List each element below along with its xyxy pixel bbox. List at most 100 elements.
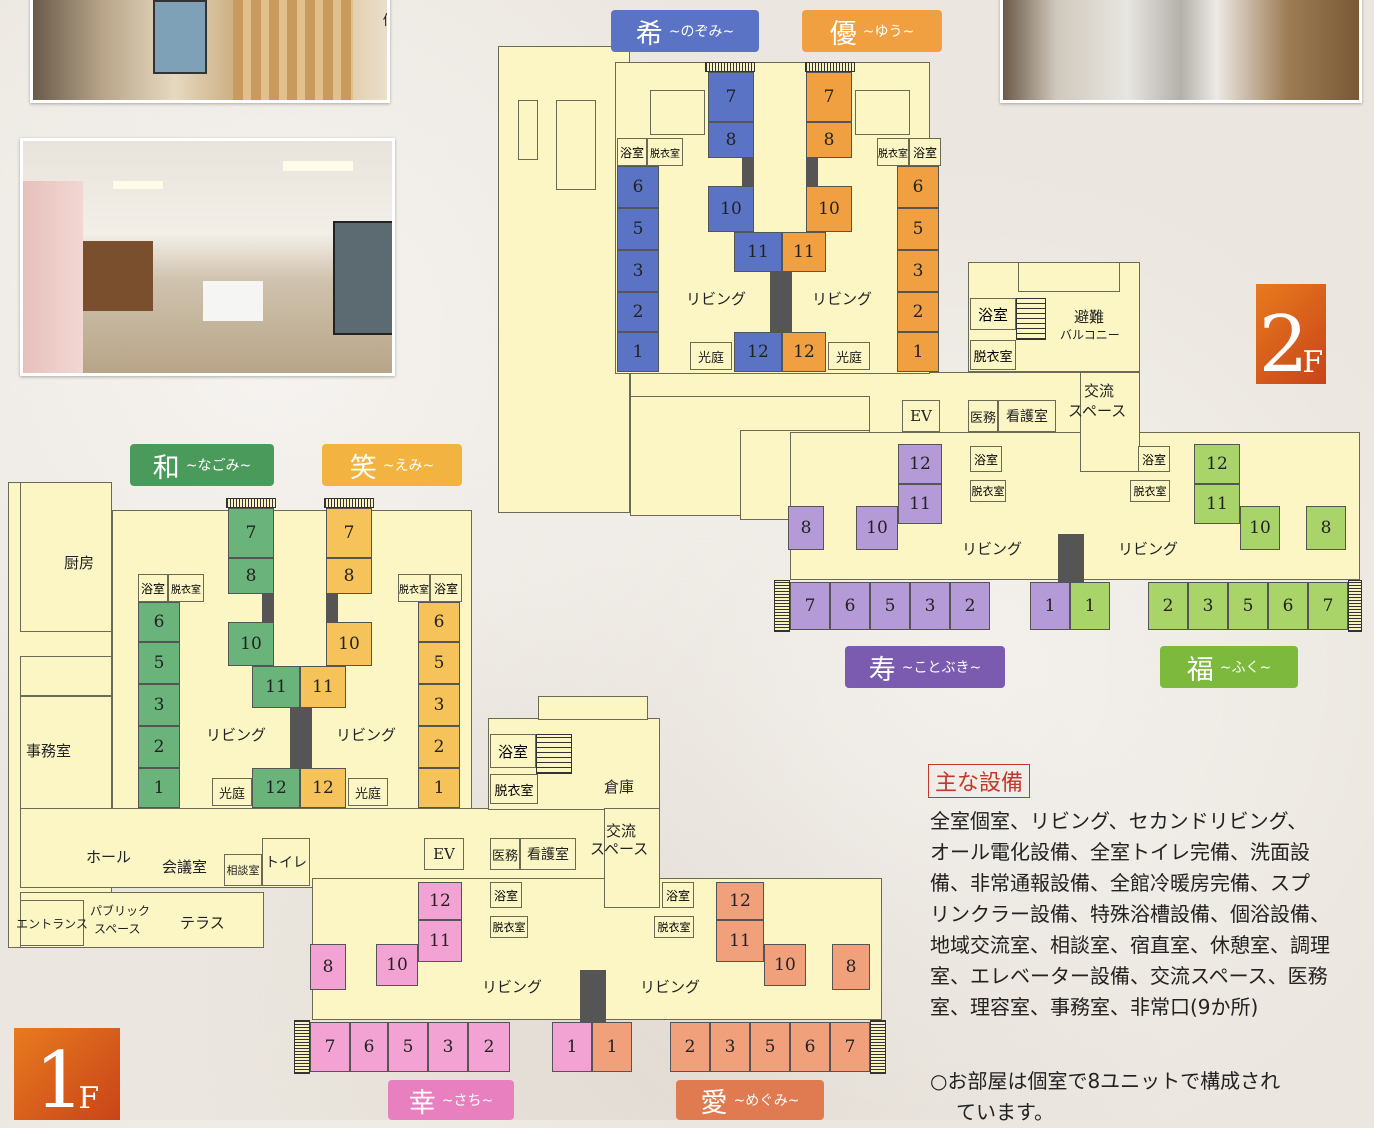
room-nozomi-5: 5	[617, 208, 659, 250]
corridor-photo: 優	[30, 0, 390, 103]
equipment-list: 全室個室、リビング、セカンドリビング、 オール電化設備、全室トイレ完備、洗面設 …	[930, 806, 1330, 1023]
dressing-label: 脱衣室	[490, 774, 538, 804]
public-label: パブリック	[90, 904, 151, 918]
court-label: 光庭	[690, 342, 732, 370]
unit-tag-kotobuki: 寿 ~ことぶき~	[845, 646, 1005, 688]
unit-kanji: 希	[635, 18, 663, 50]
dressing-label: 脱衣室	[877, 138, 909, 166]
bath-label: 浴室	[662, 882, 694, 908]
bath-label: 浴室	[1138, 446, 1170, 472]
room-nozomi-7: 7	[708, 72, 754, 122]
unit-kanji: 笑	[349, 452, 377, 484]
ev-label: EV	[902, 400, 940, 432]
room-kotobuki-12: 12	[898, 444, 942, 484]
unit-reading: ~のぞみ~	[668, 24, 735, 40]
dressing-label: 脱衣室	[490, 916, 528, 938]
room-kotobuki-1: 1	[1030, 582, 1070, 630]
balcony-grille	[870, 1020, 886, 1074]
unit-tag-emi: 笑 ~えみ~	[322, 444, 462, 486]
balcony-grille	[1348, 580, 1362, 632]
room-sachi-8: 8	[310, 944, 346, 990]
unit-reading: ~なごみ~	[185, 458, 252, 474]
living-label: リビング	[812, 290, 873, 308]
room-megumi-7: 7	[830, 1022, 870, 1072]
terrace-label: テラス	[180, 914, 225, 932]
room-emi-1: 1	[418, 768, 460, 808]
consult-label: 相談室	[224, 854, 262, 886]
evacuation-label: 避難	[1074, 308, 1105, 326]
note-line: ○お部屋は個室で8ユニットで構成され	[930, 1069, 1281, 1093]
room-nagomi-10: 10	[228, 622, 274, 666]
room-yu-10: 10	[806, 186, 852, 232]
room-nozomi-12: 12	[734, 332, 782, 372]
room-sachi-11: 11	[418, 920, 462, 962]
room-sachi-5: 5	[388, 1022, 428, 1072]
unit-reading: ~ことぶき~	[901, 660, 982, 676]
room-kotobuki-2: 2	[950, 582, 990, 630]
room-megumi-10: 10	[764, 944, 806, 986]
room-nagomi-6: 6	[138, 602, 180, 642]
unit-tag-nozomi: 希 ~のぞみ~	[611, 10, 759, 52]
living-label: リビング	[336, 726, 397, 744]
unit-reading: ~ゆう~	[862, 24, 915, 40]
unit-kanji: 優	[829, 18, 857, 50]
unit-tag-sachi: 幸 ~さち~	[388, 1080, 514, 1120]
room-emi-12: 12	[300, 768, 346, 808]
room-kotobuki-6: 6	[830, 582, 870, 630]
equipment-line: 室、エレベーター設備、交流スペース、医務	[930, 964, 1328, 988]
bath-label: 浴室	[430, 574, 462, 602]
room-yu-11: 11	[782, 232, 826, 272]
medical-label: 医務	[490, 838, 520, 870]
unit-reading: ~めぐみ~	[733, 1093, 800, 1109]
unit-reading: ~ふく~	[1219, 660, 1272, 676]
room-nagomi-11: 11	[252, 666, 300, 708]
room-nagomi-8: 8	[228, 558, 274, 594]
room-sachi-6: 6	[350, 1022, 388, 1072]
room-fuku-11: 11	[1194, 484, 1240, 524]
room-megumi-6: 6	[790, 1022, 830, 1072]
unit-sign-text: 優	[383, 10, 387, 30]
equipment-line: 地域交流室、相談室、宿直室、休憩室、調理	[930, 933, 1330, 957]
unit-kanji: 愛	[700, 1087, 728, 1119]
entrance-label: エントランス	[16, 900, 88, 946]
unit-kanji: 福	[1186, 654, 1214, 686]
bath-label: 浴室	[970, 298, 1016, 330]
room-sachi-12: 12	[418, 882, 462, 920]
bath-label: 浴室	[617, 138, 647, 166]
ev-label: EV	[424, 838, 464, 870]
living-label: リビング	[640, 978, 701, 996]
balcony-grille	[324, 498, 374, 508]
room-emi-8: 8	[326, 558, 372, 594]
room-fuku-5: 5	[1228, 582, 1268, 630]
room-nagomi-7: 7	[228, 508, 274, 558]
equipment-title: 主な設備	[928, 764, 1031, 798]
meeting-label: 会議室	[162, 858, 208, 876]
room-megumi-2: 2	[670, 1022, 710, 1072]
room-kotobuki-11: 11	[898, 484, 942, 524]
bath-label: 浴室	[909, 138, 941, 166]
bath-label: 浴室	[490, 882, 522, 908]
room-nagomi-12: 12	[252, 768, 300, 808]
equipment-line: リンクラー設備、特殊浴槽設備、個浴設備、	[930, 902, 1330, 926]
unit-kanji: 幸	[408, 1087, 436, 1119]
room-megumi-1: 1	[592, 1022, 632, 1072]
exchange-label: 交流	[1084, 382, 1115, 400]
room-nozomi-1: 1	[617, 332, 659, 372]
dressing-label: 脱衣室	[654, 916, 694, 938]
room-emi-7: 7	[326, 508, 372, 558]
public-label: スペース	[94, 922, 141, 936]
room-megumi-11: 11	[716, 920, 764, 962]
living-label: リビング	[1118, 540, 1179, 558]
bath-label: 浴室	[970, 446, 1002, 472]
room-nozomi-3: 3	[617, 250, 659, 292]
room-sachi-2: 2	[468, 1022, 510, 1072]
room-nozomi-8: 8	[708, 122, 754, 158]
medical-label: 医務	[968, 400, 998, 432]
court-label: 光庭	[828, 342, 870, 370]
balcony-grille	[705, 62, 755, 72]
room-nagomi-1: 1	[138, 768, 180, 808]
exchange-label: スペース	[1068, 402, 1127, 420]
unit-tag-megumi: 愛 ~めぐみ~	[676, 1080, 824, 1120]
room-fuku-7: 7	[1308, 582, 1348, 630]
